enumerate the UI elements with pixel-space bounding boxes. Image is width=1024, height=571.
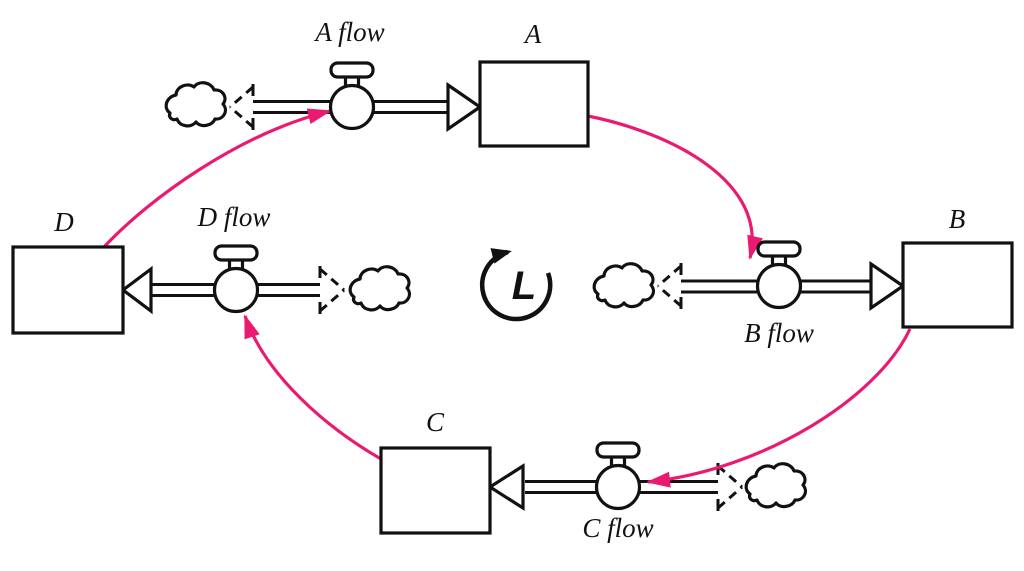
loop-label: L [512, 264, 536, 308]
flow-c-cloud-icon [744, 462, 808, 509]
flow-b-label: B flow [744, 318, 814, 348]
stock-c [379, 446, 492, 535]
flow-b-source-arrowhead-icon [657, 264, 682, 308]
flow-c-source-arrowhead-icon [717, 464, 743, 510]
flow-d-stock-arrowhead-icon [120, 265, 153, 315]
flow-a-stock-arrowhead-icon [446, 81, 483, 133]
stock-d [11, 245, 125, 335]
causal-link-a-to-b-flow [587, 114, 763, 260]
flow-d-valve-icon [212, 244, 260, 314]
flow-a-source-arrowhead-icon [229, 85, 254, 129]
stock-b [901, 241, 1014, 329]
flow-b-cloud-icon [592, 262, 656, 309]
flow-c-label: C flow [582, 513, 653, 543]
stock-a [478, 60, 590, 148]
flow-c-valve-icon [594, 441, 642, 511]
causal-link-d-to-a-flow [102, 108, 332, 249]
stock-d-label: D [53, 207, 74, 237]
flow-a-valve-icon [328, 61, 376, 131]
flow-d-cloud-icon [348, 265, 412, 312]
stock-b-label: B [949, 204, 966, 234]
causal-link-c-to-d-flow [243, 314, 382, 461]
flow-d [120, 265, 345, 315]
flow-d-label: D flow [197, 202, 271, 232]
flow-d-source-arrowhead-icon [319, 267, 345, 313]
stock-a-label: A [523, 19, 542, 49]
flow-b-valve-icon [755, 240, 803, 310]
stock-c-label: C [426, 407, 445, 437]
flow-a-cloud-icon [164, 81, 228, 128]
flow-b-stock-arrowhead-icon [869, 260, 906, 312]
flow-c-stock-arrowhead-icon [487, 463, 525, 511]
loop-arrow-icon [479, 248, 553, 322]
flow-a-label: A flow [313, 17, 384, 47]
flow-a [229, 81, 483, 133]
causal-link-b-to-c-flow [646, 328, 912, 488]
